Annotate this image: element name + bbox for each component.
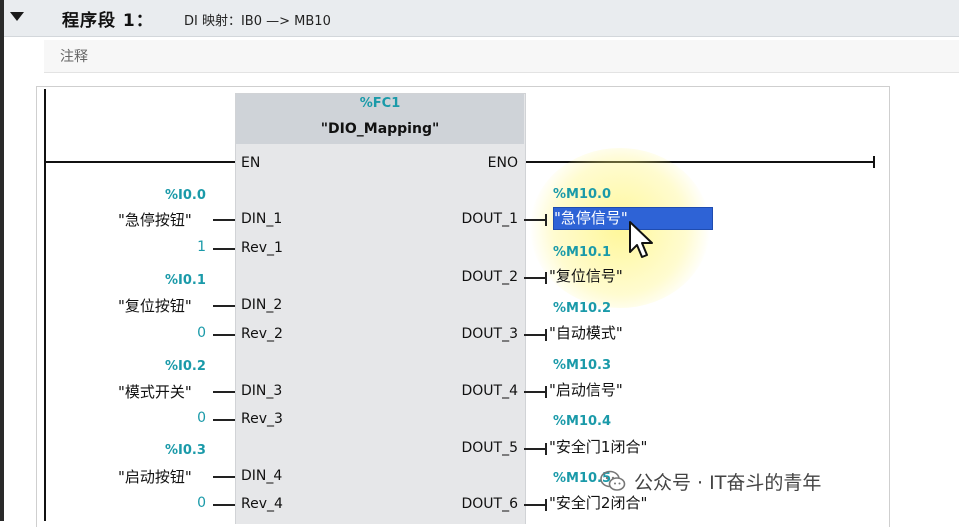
output-wire <box>524 448 546 450</box>
output-wire <box>524 391 546 393</box>
input-wire <box>213 248 235 250</box>
eno-pin: ENO <box>487 155 518 171</box>
mouse-pointer-icon <box>629 221 653 258</box>
input-pin: Rev_1 <box>241 240 283 256</box>
input-symbol[interactable]: "模式开关" <box>118 383 192 401</box>
input-pin: DIN_4 <box>241 468 283 484</box>
output-wire <box>524 219 546 221</box>
output-tick <box>545 214 547 226</box>
left-power-rail <box>44 89 46 521</box>
input-pin: DIN_1 <box>241 211 283 227</box>
power-wire-eno[interactable] <box>524 161 874 163</box>
output-pin: DOUT_1 <box>461 211 518 227</box>
output-address[interactable]: %M10.2 <box>553 301 612 316</box>
input-constant[interactable]: 0 <box>197 325 206 341</box>
output-symbol[interactable]: "启动信号" <box>549 381 623 399</box>
output-tick <box>545 272 547 284</box>
output-address[interactable]: %M10.1 <box>553 245 612 260</box>
output-symbol[interactable]: "安全门2闭合" <box>549 494 648 512</box>
output-tick <box>545 386 547 398</box>
input-pin: Rev_4 <box>241 496 283 512</box>
input-address[interactable]: %I0.1 <box>165 273 206 288</box>
input-constant[interactable]: 0 <box>197 410 206 426</box>
output-pin: DOUT_3 <box>461 326 518 342</box>
output-address[interactable]: %M10.3 <box>553 358 612 373</box>
input-pin: DIN_3 <box>241 383 283 399</box>
output-symbol-selected[interactable]: "急停信号" <box>554 209 628 227</box>
block-address: %FC1 <box>359 96 401 111</box>
input-address[interactable]: %I0.2 <box>165 359 206 374</box>
input-symbol[interactable]: "复位按钮" <box>118 297 192 315</box>
input-symbol[interactable]: "急停按钮" <box>118 211 192 229</box>
output-address[interactable]: %M10.0 <box>553 187 612 202</box>
output-tick <box>545 443 547 455</box>
output-wire <box>524 334 546 336</box>
function-block[interactable] <box>235 93 526 524</box>
block-name: "DIO_Mapping" <box>320 121 440 137</box>
output-address[interactable]: %M10.4 <box>553 414 612 429</box>
output-wire <box>524 504 546 506</box>
input-wire <box>213 334 235 336</box>
watermark-text: 公众号 · IT奋斗的青年 <box>634 472 822 494</box>
network-comment-field[interactable] <box>44 40 959 73</box>
editor-left-edge <box>0 0 4 521</box>
input-pin: Rev_2 <box>241 326 283 342</box>
power-wire-end <box>873 156 875 168</box>
en-pin: EN <box>241 155 261 171</box>
input-wire <box>213 504 235 506</box>
wechat-icon <box>600 470 626 491</box>
output-tick <box>545 329 547 341</box>
network-description[interactable]: DI 映射：IB0 —> MB10 <box>184 14 331 29</box>
input-constant[interactable]: 1 <box>197 239 206 255</box>
output-wire <box>524 277 546 279</box>
input-pin: Rev_3 <box>241 411 283 427</box>
output-symbol[interactable]: "安全门1闭合" <box>549 438 648 456</box>
input-address[interactable]: %I0.3 <box>165 443 206 458</box>
output-pin: DOUT_4 <box>461 383 518 399</box>
input-symbol[interactable]: "启动按钮" <box>118 468 192 486</box>
input-wire <box>213 219 235 221</box>
output-pin: DOUT_6 <box>461 496 518 512</box>
function-block-header[interactable] <box>236 94 524 144</box>
output-pin: DOUT_2 <box>461 269 518 285</box>
network-header[interactable] <box>4 0 959 37</box>
input-wire <box>213 476 235 478</box>
input-constant[interactable]: 0 <box>197 495 206 511</box>
output-tick <box>545 499 547 511</box>
input-wire <box>213 305 235 307</box>
network-title: 程序段 1： <box>62 11 154 31</box>
network-comment-label: 注释 <box>60 49 88 65</box>
output-pin: DOUT_5 <box>461 440 518 456</box>
input-wire <box>213 391 235 393</box>
input-pin: DIN_2 <box>241 297 283 313</box>
output-symbol[interactable]: "自动模式" <box>549 324 623 342</box>
power-wire-en[interactable] <box>44 161 235 163</box>
input-address[interactable]: %I0.0 <box>165 188 206 203</box>
input-wire <box>213 419 235 421</box>
output-symbol[interactable]: "复位信号" <box>549 267 623 285</box>
output-address[interactable]: %M10.5 <box>553 471 612 486</box>
collapse-triangle-icon[interactable] <box>10 12 24 21</box>
